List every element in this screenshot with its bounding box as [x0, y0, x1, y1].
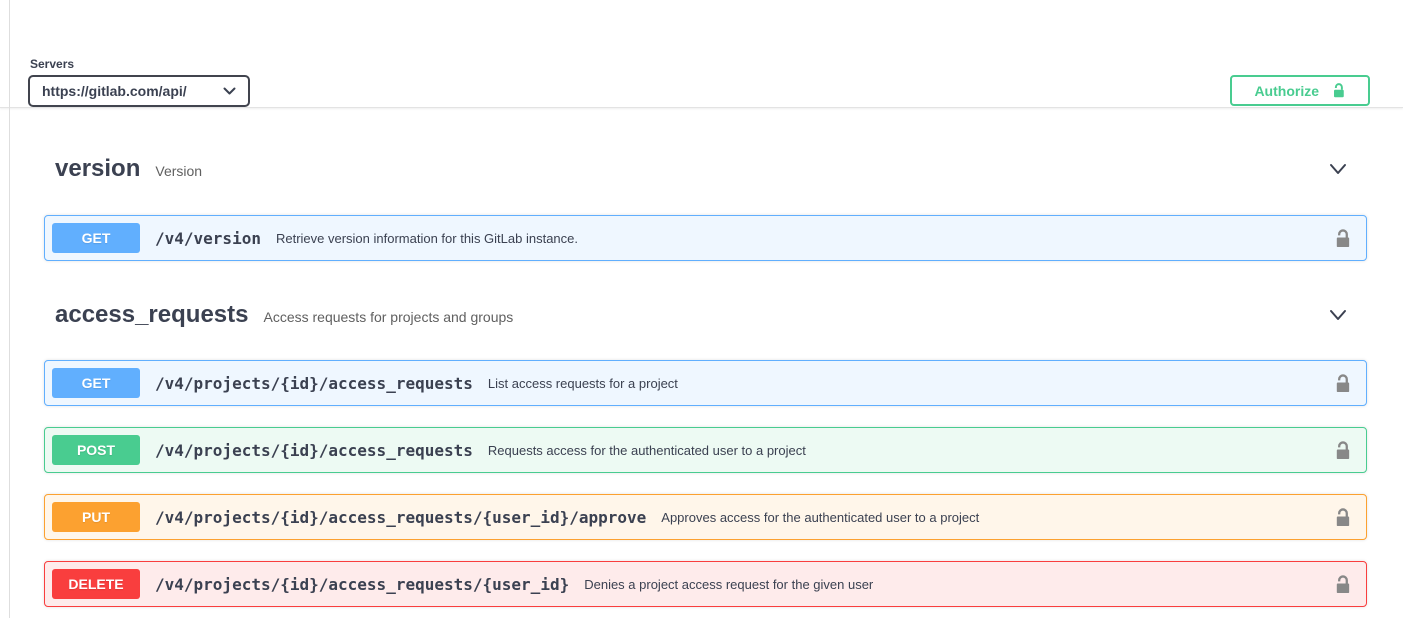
- endpoint-row-put-approve[interactable]: PUT /v4/projects/{id}/access_requests/{u…: [44, 494, 1367, 540]
- endpoint-auth-button[interactable]: [1333, 507, 1352, 528]
- section-header-version[interactable]: version Version: [44, 149, 1367, 189]
- endpoint-path: /v4/projects/{id}/access_requests/{user_…: [155, 574, 570, 594]
- endpoint-path: /v4/projects/{id}/access_requests: [155, 373, 473, 393]
- authorize-label: Authorize: [1254, 82, 1319, 99]
- method-badge: GET: [52, 223, 140, 253]
- endpoint-description: Retrieve version information for this Gi…: [275, 230, 578, 246]
- unlocked-padlock-icon: [1336, 507, 1350, 526]
- chevron-down-icon: [223, 87, 236, 94]
- section-title: version: [55, 155, 141, 182]
- method-badge: DELETE: [52, 569, 140, 599]
- method-badge: GET: [52, 368, 140, 398]
- method-badge: POST: [52, 435, 140, 465]
- endpoint-description: Requests access for the authenticated us…: [487, 442, 806, 458]
- api-sections: version Version GET /v4/version Retrieve…: [0, 149, 1403, 607]
- endpoint-description: Denies a project access request for the …: [584, 576, 874, 592]
- endpoint-auth-button[interactable]: [1333, 574, 1352, 595]
- unlocked-padlock-icon: [1336, 373, 1350, 392]
- unlocked-padlock-icon: [1334, 83, 1344, 98]
- server-select[interactable]: https://gitlab.com/api/: [28, 75, 250, 107]
- unlocked-padlock-icon: [1336, 440, 1350, 459]
- endpoint-row-delete-access-request[interactable]: DELETE /v4/projects/{id}/access_requests…: [44, 561, 1367, 607]
- section-subtitle: Version: [155, 163, 203, 179]
- scheme-container: Servers https://gitlab.com/api/ Authoriz…: [0, 0, 1403, 108]
- endpoint-path: /v4/projects/{id}/access_requests/{user_…: [155, 507, 647, 527]
- section-header-access-requests[interactable]: access_requests Access requests for proj…: [44, 295, 1367, 335]
- endpoint-row-get-version[interactable]: GET /v4/version Retrieve version informa…: [44, 215, 1367, 261]
- page-left-edge: [9, 0, 10, 618]
- endpoint-auth-button[interactable]: [1333, 373, 1352, 394]
- endpoint-description: Approves access for the authenticated us…: [661, 509, 980, 525]
- servers-label: Servers: [30, 57, 75, 71]
- authorize-button[interactable]: Authorize: [1230, 75, 1370, 106]
- chevron-down-icon[interactable]: [1327, 304, 1349, 326]
- endpoint-path: /v4/version: [155, 228, 261, 248]
- endpoint-path: /v4/projects/{id}/access_requests: [155, 440, 473, 460]
- method-badge: PUT: [52, 502, 140, 532]
- endpoint-row-post-access-requests[interactable]: POST /v4/projects/{id}/access_requests R…: [44, 427, 1367, 473]
- section-title: access_requests: [55, 301, 249, 328]
- unlocked-padlock-icon: [1336, 228, 1350, 247]
- section-subtitle: Access requests for projects and groups: [263, 309, 514, 325]
- endpoint-row-get-access-requests[interactable]: GET /v4/projects/{id}/access_requests Li…: [44, 360, 1367, 406]
- server-select-value: https://gitlab.com/api/: [42, 83, 187, 99]
- endpoint-auth-button[interactable]: [1333, 440, 1352, 461]
- chevron-down-icon[interactable]: [1327, 158, 1349, 180]
- endpoint-auth-button[interactable]: [1333, 228, 1352, 249]
- endpoint-description: List access requests for a project: [487, 375, 678, 391]
- servers-block: Servers https://gitlab.com/api/: [28, 57, 250, 107]
- unlocked-padlock-icon: [1336, 574, 1350, 593]
